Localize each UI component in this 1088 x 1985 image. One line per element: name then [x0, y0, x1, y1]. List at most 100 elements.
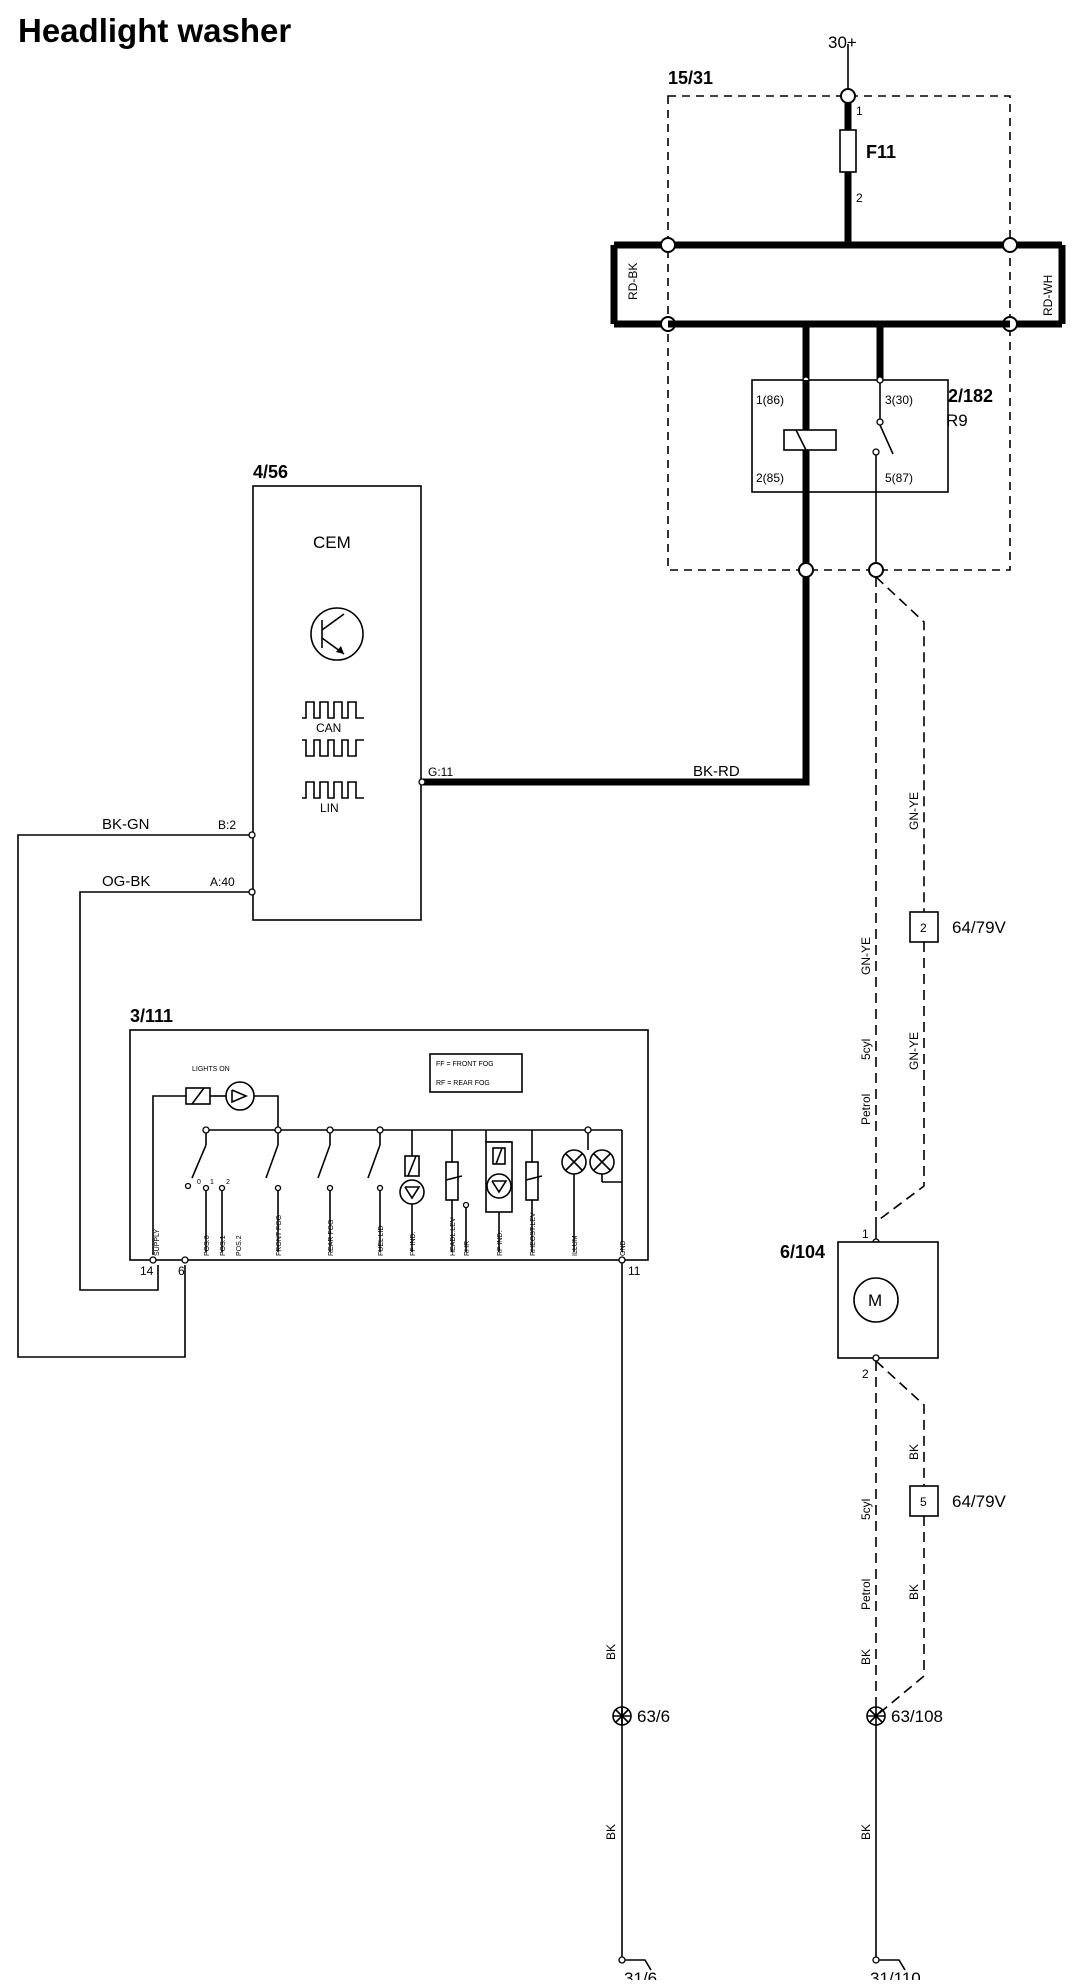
motor-symbol: M — [868, 1291, 882, 1310]
lamp-node — [584, 1126, 592, 1134]
rheostat-wiper — [525, 1175, 543, 1181]
relay-name: R9 — [946, 411, 968, 430]
module-pin-label: FF IND. — [410, 1231, 417, 1256]
illumination-lamps — [561, 1126, 622, 1252]
can-waveform-high — [302, 701, 364, 719]
wire-bk-label: BK — [604, 1644, 618, 1660]
relay-pin — [876, 376, 884, 384]
ff-indicator — [399, 1130, 425, 1252]
module-terminal — [181, 1256, 189, 1264]
module-pin-label: POS.0 — [204, 1235, 211, 1256]
wire-gn-ye-label: GN-YE — [907, 1032, 921, 1070]
fuse-box-outline — [667, 95, 1011, 571]
cem-pin — [248, 831, 256, 839]
module-pin-label: POS.1 — [220, 1235, 227, 1256]
connector-lower-id: 64/79V — [952, 1492, 1007, 1511]
splice-mark — [869, 1709, 883, 1723]
transistor-icon — [310, 607, 364, 661]
resistor-mark — [495, 1147, 503, 1165]
bus-junction — [845, 242, 851, 248]
ground-terminal — [618, 1956, 626, 1964]
switch-blade — [265, 1144, 279, 1179]
rf-indicator — [485, 1130, 513, 1252]
connector-upper-pin: 2 — [920, 921, 927, 935]
wire-bk-label: BK — [859, 1649, 873, 1665]
connector-64-79v-upper — [909, 911, 939, 943]
fuse-box-id: 15/31 — [668, 68, 713, 88]
wire-bk-label: BK — [907, 1584, 921, 1600]
cem-can-label: CAN — [316, 721, 341, 735]
relay-pin-1-label: 1(86) — [756, 393, 784, 407]
lights-on-feed — [152, 1095, 186, 1255]
led-triangle — [491, 1180, 508, 1194]
relay-pin-3-label: 3(30) — [885, 393, 913, 407]
relay-id: 2/182 — [948, 386, 993, 406]
module-pin-label: FUEL LID — [378, 1226, 385, 1256]
module-pin-11: 11 — [628, 1264, 641, 1278]
contact-1-label: 1 — [210, 1179, 214, 1186]
module-pin-label: RHR — [464, 1241, 471, 1256]
relay-coil — [783, 429, 837, 451]
switch-contact — [218, 1184, 226, 1192]
lights-on-label: LIGHTS ON — [192, 1066, 230, 1073]
connector-upper-id: 64/79V — [952, 918, 1007, 937]
wire-bk-rd-label: BK-RD — [693, 763, 740, 780]
module-pin-label: SUPPLY — [154, 1229, 161, 1256]
can-waveform-low — [302, 739, 364, 757]
wire-gn-ye-label: GN-YE — [859, 937, 873, 975]
fuel-lid-switch — [367, 1126, 384, 1252]
switch-contact — [274, 1184, 282, 1192]
led-triangle — [231, 1089, 249, 1104]
cem-pin-b2: B:2 — [218, 818, 236, 832]
cem-name: CEM — [313, 533, 351, 552]
fuse-box-terminal — [798, 562, 814, 578]
headlight-level-control — [445, 1130, 470, 1252]
module-pin-label: FRONT FOG — [276, 1215, 283, 1256]
module-terminal — [149, 1256, 157, 1264]
fuse-label: F11 — [866, 142, 896, 162]
switch-module-id: 3/111 — [130, 1006, 173, 1026]
ground-63-108-label: 63/108 — [891, 1707, 943, 1726]
splice-mark — [615, 1709, 629, 1723]
lamp-cross — [593, 1153, 611, 1171]
ground-terminal — [872, 1956, 880, 1964]
motor-terminal — [872, 1354, 880, 1362]
contact-0-label: 0 — [197, 1179, 201, 1186]
rhr-node — [462, 1201, 470, 1209]
legend-ff: FF = FRONT FOG — [436, 1061, 494, 1068]
front-fog-switch — [265, 1126, 282, 1252]
wire-rd-wh-label: RD-WH — [1041, 275, 1055, 316]
switch-contact — [376, 1184, 384, 1192]
legend-rf: RF = REAR FOG — [436, 1080, 490, 1087]
ground-31-110-label: 31/110 — [870, 1969, 921, 1980]
module-pin-label: REAR FOG — [328, 1219, 335, 1256]
switch-contact — [202, 1184, 210, 1192]
module-pin-14: 14 — [140, 1264, 154, 1278]
chassis-ground-icon — [625, 1959, 652, 1971]
variant-petrol-label: Petrol — [859, 1579, 873, 1610]
chassis-ground-icon — [879, 1959, 906, 1971]
bus-node — [1002, 237, 1018, 253]
motor-pin-2: 2 — [862, 1367, 869, 1381]
relay-contact-pivot — [876, 418, 884, 426]
motor-pin-1: 1 — [862, 1227, 869, 1241]
module-pin-label: RHEOST.LEV — [530, 1212, 537, 1256]
rf-led-icon — [486, 1173, 512, 1199]
light-switch-module — [129, 1029, 649, 1261]
wire-og-bk — [79, 891, 249, 1291]
wire-gn-ye-alt — [875, 576, 925, 912]
relay-pin-5-label: 5(87) — [885, 471, 913, 485]
wire-bk-label: BK — [907, 1444, 921, 1460]
module-pin-6: 6 — [178, 1264, 185, 1278]
legend-box — [429, 1053, 523, 1093]
connector-lower-pin: 5 — [920, 1495, 927, 1509]
switch-contact — [184, 1182, 192, 1190]
wire-bk-alt — [875, 1360, 925, 1486]
lin-waveform — [302, 781, 364, 799]
module-pin-label: RF IND. — [497, 1231, 504, 1256]
supply-terminal — [840, 88, 856, 104]
wire-bk-rd — [423, 577, 810, 786]
ground-point-63-6 — [612, 1706, 632, 1726]
